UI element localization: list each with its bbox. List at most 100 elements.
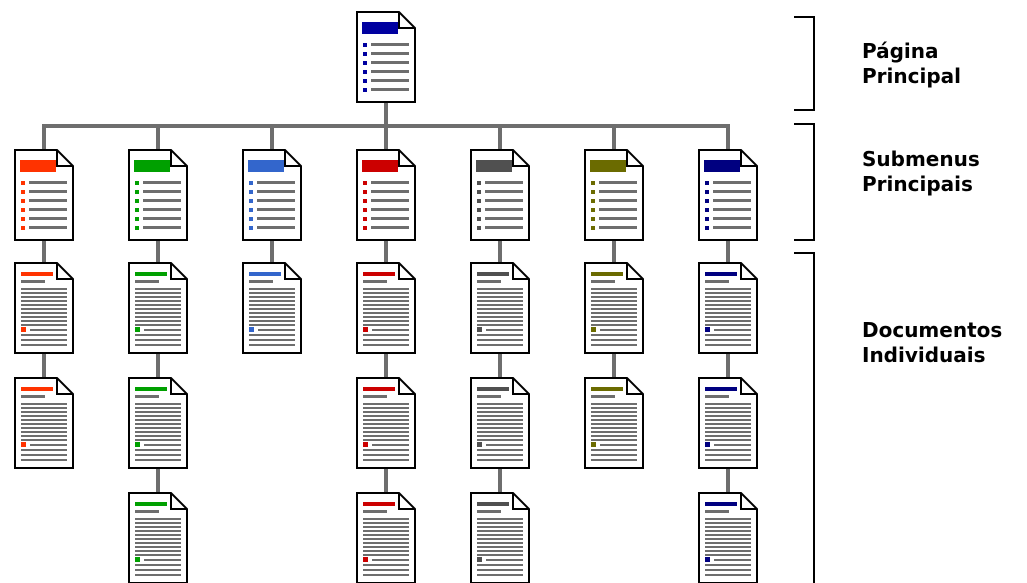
menu-line	[599, 181, 637, 184]
menu-line	[143, 217, 181, 220]
text-line	[486, 444, 523, 446]
text-line	[705, 411, 751, 413]
page-fold	[56, 263, 73, 280]
label-home-page: Página Principal	[862, 39, 961, 89]
text-line	[363, 574, 409, 576]
text-line	[135, 550, 181, 552]
text-line	[591, 292, 637, 294]
text-line	[705, 344, 751, 346]
page-header-bar	[135, 387, 167, 391]
menu-bullet	[477, 217, 481, 221]
text-line	[21, 431, 67, 433]
text-line	[21, 312, 67, 314]
page-fold	[398, 150, 415, 167]
text-line	[477, 435, 523, 437]
text-line	[363, 304, 409, 306]
menu-bullet	[21, 217, 25, 221]
document-page	[242, 262, 302, 354]
link-marker	[477, 327, 482, 332]
text-line	[363, 395, 387, 398]
menu-bullet	[363, 208, 367, 212]
text-line	[363, 550, 409, 552]
text-line	[135, 569, 181, 571]
menu-bullet	[591, 199, 595, 203]
text-line	[477, 522, 523, 524]
text-line	[705, 518, 751, 520]
link-marker	[591, 327, 596, 332]
text-line	[249, 324, 295, 326]
menu-line	[713, 217, 751, 220]
page-fold	[626, 150, 643, 167]
text-line	[591, 439, 637, 441]
text-line	[705, 526, 751, 528]
text-line	[591, 344, 637, 346]
text-line	[249, 339, 295, 341]
text-line	[21, 300, 67, 302]
page-fold	[56, 150, 73, 167]
document-page	[128, 377, 188, 469]
text-line	[21, 316, 67, 318]
text-line	[591, 431, 637, 433]
text-line	[363, 296, 409, 298]
menu-bullet	[363, 199, 367, 203]
text-line	[30, 444, 67, 446]
connector-lines	[42, 102, 730, 493]
page-fold	[740, 493, 757, 510]
text-line	[135, 300, 181, 302]
text-line	[705, 550, 751, 552]
text-line	[135, 419, 181, 421]
text-line	[477, 339, 523, 341]
menu-line	[599, 217, 637, 220]
document-page	[698, 377, 758, 469]
text-line	[135, 395, 159, 398]
text-line	[486, 559, 523, 561]
link-marker	[591, 442, 596, 447]
text-line	[477, 411, 523, 413]
text-line	[705, 415, 751, 417]
link-marker	[705, 557, 710, 562]
text-line	[363, 292, 409, 294]
text-line	[714, 329, 751, 331]
menu-line	[485, 199, 523, 202]
text-line	[477, 320, 523, 322]
page-fold	[512, 150, 529, 167]
menu-line	[29, 181, 67, 184]
text-line	[705, 449, 751, 451]
text-line	[363, 431, 409, 433]
text-line	[705, 407, 751, 409]
bracket-home	[794, 16, 815, 111]
text-line	[591, 320, 637, 322]
text-line	[477, 324, 523, 326]
page-fold	[398, 12, 415, 29]
page-header-bar	[21, 387, 53, 391]
text-line	[363, 554, 409, 556]
submenu-page	[584, 149, 644, 241]
link-marker	[363, 557, 368, 562]
menu-line	[713, 226, 751, 229]
text-line	[363, 415, 409, 417]
text-line	[477, 423, 523, 425]
text-line	[591, 411, 637, 413]
page-header-bar	[477, 272, 509, 276]
page-header-bar	[705, 387, 737, 391]
text-line	[21, 427, 67, 429]
text-line	[30, 329, 67, 331]
submenu-page	[356, 149, 416, 241]
page-fold	[740, 150, 757, 167]
text-line	[21, 459, 67, 461]
text-line	[363, 280, 387, 283]
text-line	[135, 415, 181, 417]
text-line	[21, 454, 67, 456]
text-line	[135, 411, 181, 413]
menu-line	[371, 70, 409, 73]
page-fold	[398, 378, 415, 395]
menu-line	[143, 190, 181, 193]
menu-line	[29, 190, 67, 193]
document-page	[470, 262, 530, 354]
menu-bullet	[477, 190, 481, 194]
text-line	[249, 308, 295, 310]
page-header-bar	[704, 160, 740, 172]
menu-line	[257, 199, 295, 202]
page-header-bar	[362, 22, 398, 34]
document-page	[356, 492, 416, 583]
